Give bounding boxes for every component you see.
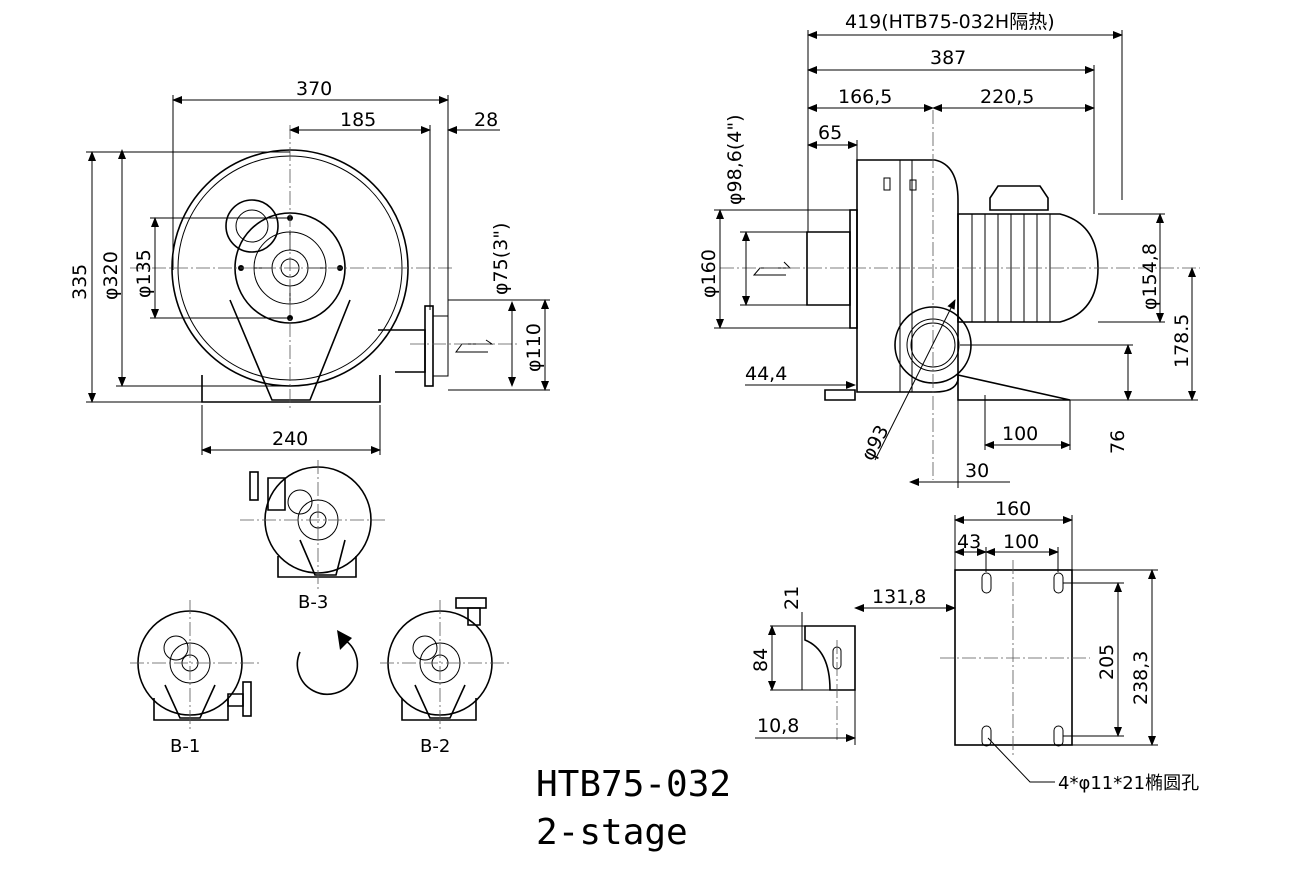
side-view: 419(HTB75-032H隔热) 387 166,5 220,5 65 φ98… [698,11,1200,488]
outlet-flange [424,305,434,387]
dim-phi93: φ93 [857,422,894,465]
dim-131-8: 131,8 [872,586,926,608]
dim-220-5: 220,5 [980,86,1034,108]
dim-100-side: 100 [1002,423,1038,445]
dim-100-base: 100 [1003,531,1039,553]
label-b1: B-1 [170,736,200,757]
dim-phi98-6: φ98,6(4") [724,115,746,206]
dim-178-5: 178.5 [1171,314,1193,368]
dim-28: 28 [474,109,498,131]
dim-phi160: φ160 [698,249,720,298]
holes-note: 4*φ11*21椭圆孔 [1058,773,1199,794]
stage-title: 2-stage [536,812,688,853]
terminal-box [989,185,1049,211]
dim-10-8: 10,8 [757,715,799,737]
orientation-b1: B-1 [130,600,262,757]
dim-419: 419(HTB75-032H隔热) [845,11,1055,33]
dim-185: 185 [340,109,376,131]
dim-30: 30 [965,460,989,482]
rotation-arrow-icon [296,639,359,696]
dim-phi320: φ320 [100,251,122,300]
gland-circle [225,199,279,253]
dim-160-base: 160 [995,498,1031,520]
dim-phi135: φ135 [133,249,155,298]
dim-21: 21 [781,586,803,610]
outlet-duct [378,329,426,373]
label-b3: B-3 [298,592,328,613]
dim-phi154-8: φ154,8 [1139,243,1161,310]
label-b2: B-2 [420,736,450,757]
dim-76: 76 [1107,430,1129,454]
dim-84: 84 [750,648,772,672]
dim-65: 65 [818,122,842,144]
side-housing [856,159,959,393]
dim-335: 335 [69,264,91,300]
bracket-side [804,625,856,691]
dim-43: 43 [957,531,981,553]
dim-phi75: φ75(3") [490,223,512,295]
front-view: 370 185 28 335 φ320 φ135 φ75(3") φ110 24… [69,78,550,455]
dim-240: 240 [272,428,308,450]
dim-370: 370 [296,78,332,100]
base-view: 160 43 100 131,8 205 238,3 4*φ11*21椭圆孔 8… [750,498,1199,794]
pedestal [229,299,351,401]
base-plate-top [954,569,1073,746]
orientation-b3: B-3 [240,460,385,613]
orientation-b2: B-2 [380,597,510,757]
dim-387: 387 [930,47,966,69]
dim-phi110: φ110 [523,323,545,372]
dim-238-3: 238,3 [1130,651,1152,705]
inlet-tube [806,231,851,306]
dim-44-4: 44,4 [745,363,787,385]
dim-166-5: 166,5 [838,86,892,108]
model-title: HTB75-032 [536,764,731,805]
base-plate [201,375,381,403]
dim-205: 205 [1096,644,1118,680]
